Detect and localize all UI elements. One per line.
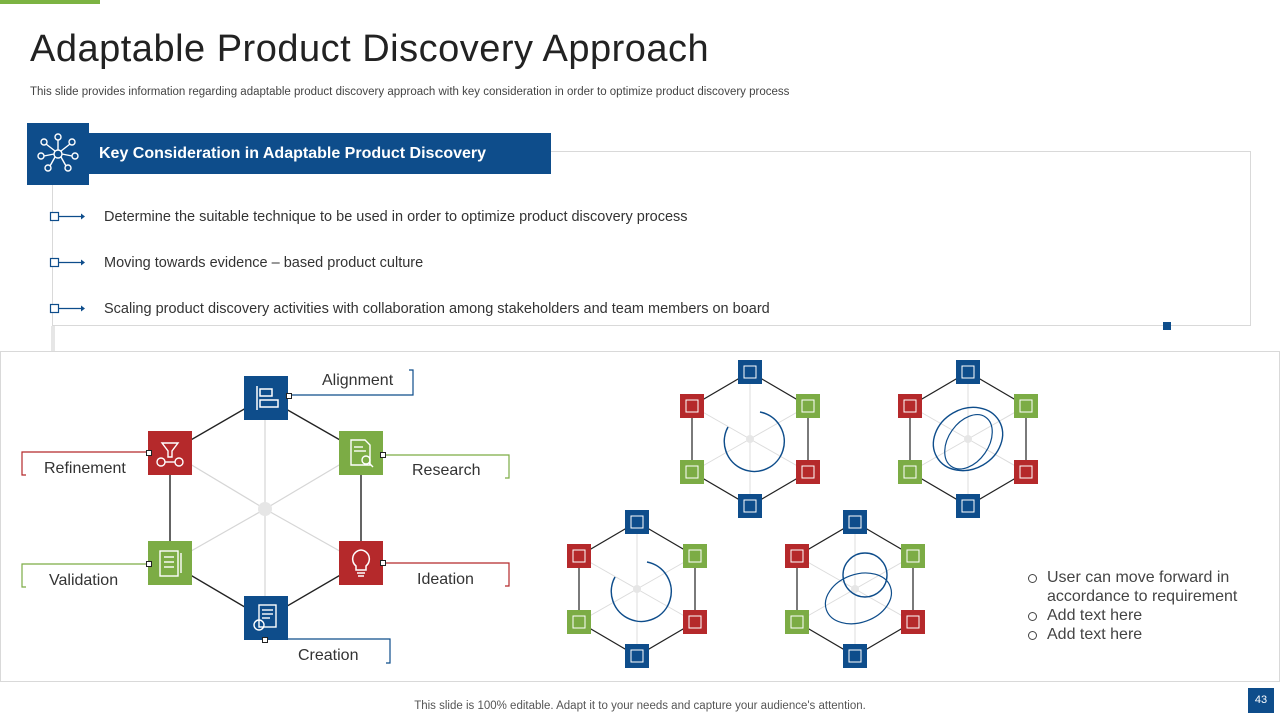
mini-hexagon-node	[898, 460, 922, 484]
page-number: 43	[1248, 688, 1274, 713]
alignment-node	[244, 376, 288, 420]
research-node	[339, 431, 383, 475]
arrow-bullet-icon	[49, 303, 85, 314]
research-document-icon	[350, 439, 374, 468]
side-note-item: Add text here	[1028, 625, 1268, 644]
alignment-label: Alignment	[322, 372, 394, 389]
research-label: Research	[412, 462, 481, 479]
connector-dot	[262, 637, 268, 643]
validation-node	[148, 541, 192, 585]
mini-hexagon-diagram	[567, 510, 707, 668]
mini-hexagon-node	[901, 610, 925, 634]
mini-hexagon-node	[785, 610, 809, 634]
mini-hexagon-diagram	[680, 360, 820, 518]
creation-document-icon	[253, 604, 277, 631]
card-corner-marker	[1163, 322, 1171, 330]
card-connector-rule	[51, 326, 55, 354]
network-icon	[27, 123, 89, 185]
mini-hexagon-node	[625, 510, 649, 534]
mini-hexagon-node	[738, 494, 762, 518]
connector-dot	[380, 452, 386, 458]
lightbulb-icon	[351, 549, 371, 577]
page-subtitle: This slide provides information regardin…	[30, 86, 790, 98]
side-note-item: Add text here	[1028, 606, 1268, 625]
bullet-text: Scaling product discovery activities wit…	[104, 301, 770, 317]
footer-note: This slide is 100% editable. Adapt it to…	[414, 700, 866, 712]
mini-hexagon-node	[738, 360, 762, 384]
alignment-icon	[256, 386, 279, 410]
mini-hexagon-node	[567, 610, 591, 634]
mini-hexagon-node	[683, 544, 707, 568]
connector-dot	[146, 561, 152, 567]
bullet-item: Scaling product discovery activities wit…	[48, 299, 770, 319]
circle-bullet-icon	[1028, 631, 1037, 640]
connector-dot	[380, 560, 386, 566]
hexagon-center	[258, 502, 272, 516]
mini-hexagon-node	[956, 360, 980, 384]
key-consideration-card	[52, 151, 1251, 326]
connector-dot	[286, 393, 292, 399]
mini-hexagon-node	[796, 394, 820, 418]
connector-dot	[146, 450, 152, 456]
bullet-text: Determine the suitable technique to be u…	[104, 209, 688, 225]
side-note-text: Add text here	[1047, 626, 1143, 643]
arrow-bullet-icon	[49, 211, 85, 222]
side-note-text: Add text here	[1047, 607, 1143, 624]
mini-hexagon-diagram	[898, 360, 1038, 518]
ideation-label: Ideation	[417, 571, 474, 588]
mini-hexagon-node	[683, 610, 707, 634]
mini-hexagon-node	[680, 460, 704, 484]
page-title: Adaptable Product Discovery Approach	[30, 28, 710, 70]
ideation-node	[339, 541, 383, 585]
arrow-bullet-icon	[49, 257, 85, 268]
side-notes: User can move forward in accordance to r…	[1028, 568, 1268, 644]
mini-hexagon-node	[901, 544, 925, 568]
circle-bullet-icon	[1028, 612, 1037, 621]
mini-hexagon-node	[843, 510, 867, 534]
side-note-item: User can move forward in accordance to r…	[1028, 568, 1268, 606]
mini-hexagon-node	[680, 394, 704, 418]
key-consideration-header: Key Consideration in Adaptable Product D…	[89, 133, 551, 174]
validation-label: Validation	[49, 572, 119, 589]
accent-bar	[0, 0, 100, 4]
mini-hexagon-node	[567, 544, 591, 568]
bullet-text: Moving towards evidence – based product …	[104, 255, 424, 271]
circle-bullet-icon	[1028, 574, 1037, 583]
refinement-funnel-icon	[156, 442, 184, 467]
refinement-label: Refinement	[44, 460, 126, 477]
mini-hexagon-node	[625, 644, 649, 668]
mini-hexagon-node	[898, 394, 922, 418]
mini-hexagon-node	[956, 494, 980, 518]
mini-hexagon-node	[796, 460, 820, 484]
refinement-node	[148, 431, 192, 475]
creation-node	[244, 596, 288, 640]
bullet-item: Determine the suitable technique to be u…	[48, 207, 688, 227]
checklist-icon	[159, 550, 182, 577]
mini-hexagon-node	[785, 544, 809, 568]
mini-hexagon-node	[1014, 394, 1038, 418]
bullet-item: Moving towards evidence – based product …	[48, 253, 423, 273]
mini-hexagon-diagram	[785, 510, 925, 668]
mini-hexagon-node	[843, 644, 867, 668]
creation-label: Creation	[298, 647, 359, 664]
mini-hexagon-node	[1014, 460, 1038, 484]
side-note-text: User can move forward in accordance to r…	[1047, 569, 1238, 605]
